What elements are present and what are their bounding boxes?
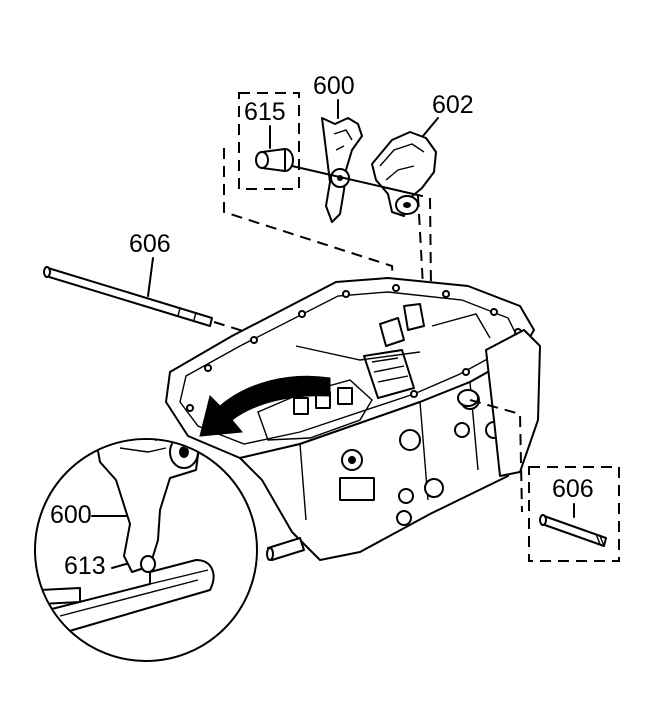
shift-rail-606-left [43, 266, 213, 327]
callout-606-right: 606 [552, 475, 594, 503]
shift-rail-606-right [539, 514, 607, 547]
callout-613-detail: 613 [64, 552, 106, 580]
removal-direction-arrow [199, 375, 331, 437]
rail-detail-box [528, 466, 620, 562]
transmission-case [165, 277, 541, 561]
rail-guide-line-left [213, 321, 273, 341]
flange-bolts [186, 284, 522, 412]
case-bosses [339, 390, 503, 526]
callout-602: 602 [432, 91, 474, 119]
callout-606-left: 606 [129, 230, 171, 258]
bushing-615 [255, 148, 294, 172]
callout-600-upper: 600 [313, 72, 355, 100]
leader-lines [91, 99, 575, 569]
bushing-detail-box [238, 92, 300, 190]
shift-fork-600 [321, 117, 363, 223]
shift-fork-assembly-602 [371, 131, 437, 217]
callout-600-detail: 600 [50, 501, 92, 529]
callout-615: 615 [244, 98, 286, 126]
fork-rod-segment [291, 165, 423, 197]
detail-view-circle [34, 438, 258, 662]
